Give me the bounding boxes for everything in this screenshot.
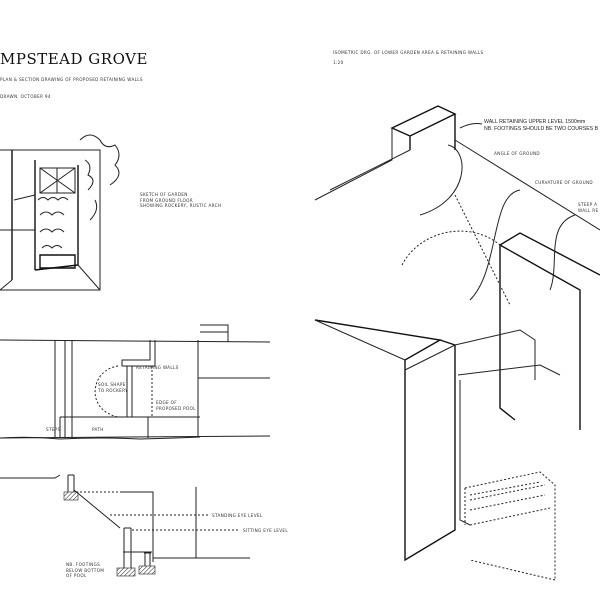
drawing-title: MPSTEAD GROVE (0, 50, 148, 68)
label-line: WALL RETAINING UPPER LEVEL 1500mm (484, 119, 586, 125)
label-line: SOIL SHAPE (98, 382, 126, 387)
sketch-note-line: SHOWING ROCKERY, RUSTIC ARCH (140, 203, 222, 208)
note-steep: STEEP A WALL RE (578, 202, 598, 213)
sketch-note: SKETCH OF GARDEN FROM GROUND FLOOR SHOWI… (140, 192, 221, 209)
sketch-note-line: SKETCH OF GARDEN (140, 192, 188, 197)
sketch-note-line: FROM GROUND FLOOR (140, 197, 193, 203)
label-line: BELOW BOTTOM (66, 567, 105, 573)
label-soil-shape: SOIL SHAPE TO ROCKERY (98, 382, 128, 393)
label-edge-of-pool: EDGE OF PROPOSED POOL (156, 400, 196, 411)
drawing-date: DRAWN. OCTOBER 94 (0, 94, 51, 99)
garden-sketch (0, 134, 120, 291)
label-line: WALL RE (578, 207, 599, 213)
label-retaining-walls: RETAINING WALLS (136, 365, 179, 370)
label-line: NB. FOOTINGS (66, 562, 101, 567)
iso-scale: 1:20 (333, 60, 344, 65)
drawing-subtitle: PLAN & SECTION DRAWING OF PROPOSED RETAI… (0, 77, 143, 82)
label-line: EDGE OF (156, 400, 177, 405)
iso-title: ISOMETRIC DRG. OF LOWER GARDEN AREA & RE… (333, 50, 484, 55)
footings-note: NB. FOOTINGS BELOW BOTTOM OF POOL (66, 562, 104, 579)
label-path: PATH (92, 427, 104, 432)
isometric-view (314, 105, 600, 581)
note-angle-of-ground: ANGLE OF GROUND (494, 151, 540, 156)
label-steps: STEPS (46, 427, 61, 432)
label-line: OF POOL (66, 573, 87, 578)
label-standing-eye-level: STANDING EYE LEVEL (212, 513, 263, 518)
section-view (0, 474, 250, 577)
plan-view (0, 324, 271, 440)
note-curvature-of-ground: CURVATURE OF GROUND (535, 180, 593, 185)
label-line: NB. FOOTINGS SHOULD BE TWO COURSES B (484, 125, 599, 132)
label-sitting-eye-level: SITTING EYE LEVEL (243, 528, 288, 533)
label-line: TO ROCKERY (98, 387, 128, 393)
label-line: STEEP A (578, 202, 598, 207)
note-wall-retaining: WALL RETAINING UPPER LEVEL 1500mm NB. FO… (484, 119, 598, 132)
label-line: PROPOSED POOL (156, 405, 196, 411)
